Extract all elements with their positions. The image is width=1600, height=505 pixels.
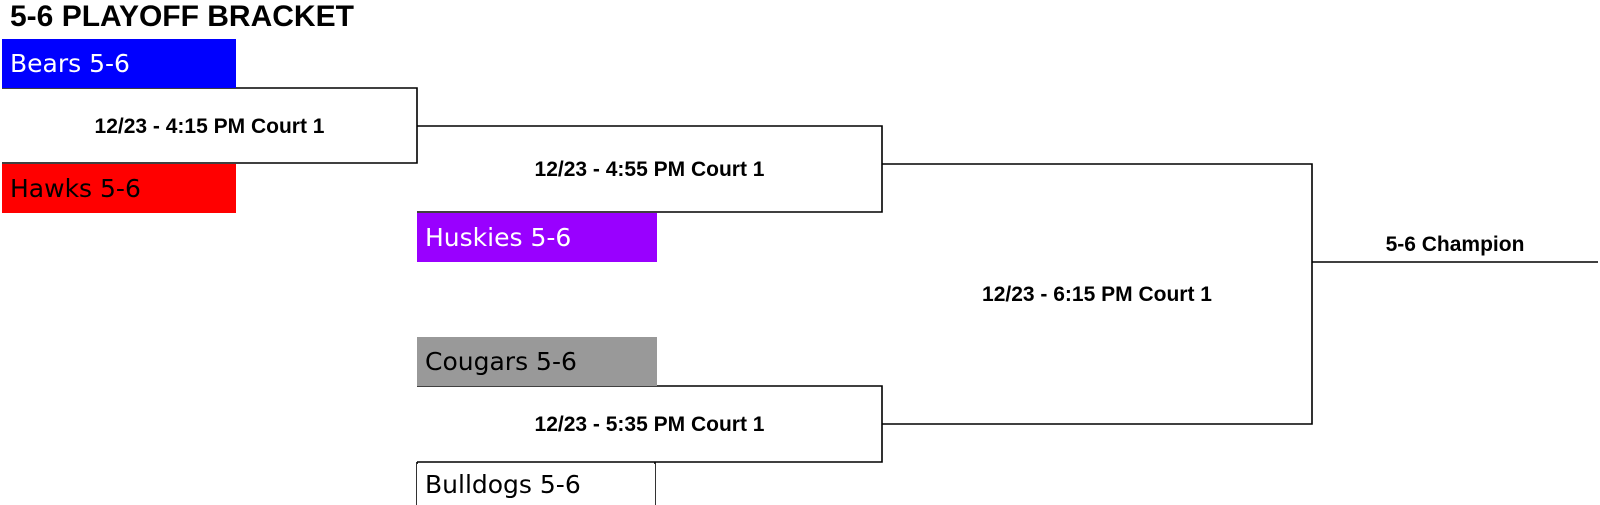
team-bulldogs: Bulldogs 5-6 [417, 464, 655, 505]
game-4-label: 12/23 - 6:15 PM Court 1 [982, 283, 1212, 306]
team-huskies: Huskies 5-6 [417, 213, 657, 262]
game-2-bracket [417, 125, 883, 213]
champion-label: 5-6 Champion [1385, 233, 1525, 256]
game-3-label: 12/23 - 5:35 PM Court 1 [534, 413, 765, 436]
game-1-label: 12/23 - 4:15 PM Court 1 [94, 115, 325, 138]
team-cougars: Cougars 5-6 [417, 337, 657, 386]
team-hawks: Hawks 5-6 [2, 164, 236, 213]
game-4-bracket [882, 163, 1313, 425]
team-bears: Bears 5-6 [2, 39, 236, 88]
page-title: 5-6 PLAYOFF BRACKET [10, 0, 354, 33]
game-2-label: 12/23 - 4:55 PM Court 1 [534, 158, 765, 181]
